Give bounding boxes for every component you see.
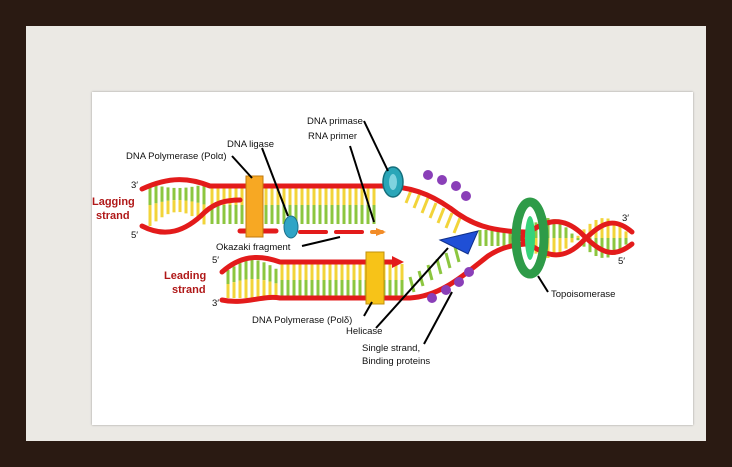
polymerase-alpha-block xyxy=(245,175,264,238)
ssb-protein xyxy=(461,191,471,201)
pol-alpha-label: DNA Polymerase (Polα) xyxy=(126,151,227,162)
base-pair-rung xyxy=(453,246,461,263)
okazaki-leader xyxy=(301,236,341,247)
base-pair-rung xyxy=(452,217,462,234)
leading-top-backbone xyxy=(219,254,395,275)
base-pair-rung xyxy=(444,212,454,229)
topo-leader xyxy=(537,275,549,293)
base-pair-rung xyxy=(420,197,430,214)
ssb-label-line1: Single strand, xyxy=(362,343,420,354)
ssb-label-line2: Binding proteins xyxy=(362,356,430,367)
dna-ligase-shape xyxy=(283,215,299,239)
leading-5prime: 5′ xyxy=(212,255,219,266)
ssb-proteins xyxy=(423,170,474,303)
base-pair-rung xyxy=(436,207,446,224)
lagging-strand-label-1: Lagging xyxy=(92,196,135,208)
lagging-bottom-backbone xyxy=(139,197,243,235)
ssb-leader xyxy=(423,291,453,345)
topoisomerase-ring xyxy=(511,197,549,279)
base-pair-rung xyxy=(444,252,452,269)
pol-delta-label: DNA Polymerase (Polδ) xyxy=(252,315,352,326)
base-pair-rung xyxy=(426,264,434,281)
base-pair-rung xyxy=(435,258,443,275)
ligase-leader xyxy=(261,147,289,217)
base-pair-rung xyxy=(428,202,438,219)
polymerase-delta-block xyxy=(365,251,385,305)
leading-strand-label-2: strand xyxy=(172,284,206,296)
ssb-protein xyxy=(464,267,474,277)
primase-leader xyxy=(363,120,389,172)
lagging-3prime: 3′ xyxy=(131,180,138,191)
ssb-protein xyxy=(451,181,461,191)
topoisomerase-label: Topoisomerase xyxy=(551,289,615,300)
leading-arrowhead xyxy=(392,256,404,268)
base-pair-rung xyxy=(412,192,422,209)
ssb-protein xyxy=(423,170,433,180)
lagging-arrowhead xyxy=(376,228,386,236)
ssb-protein xyxy=(427,293,437,303)
lagging-top-backbone xyxy=(139,177,533,235)
dna-primase-label: DNA primase xyxy=(307,116,363,127)
leader-lines xyxy=(231,120,549,345)
helicase-label: Helicase xyxy=(346,326,382,337)
ssb-protein xyxy=(437,175,447,185)
topoisomerase-core xyxy=(525,216,535,260)
base-pair-rung xyxy=(408,276,416,293)
pol-alpha-leader xyxy=(231,155,253,179)
rna-primer-label: RNA primer xyxy=(308,131,357,142)
right-3prime: 3′ xyxy=(622,213,629,224)
rna-primer-leader xyxy=(349,145,375,223)
lagging-5prime: 5′ xyxy=(131,230,138,241)
right-5prime: 5′ xyxy=(618,256,625,267)
helicase-leader xyxy=(375,247,449,329)
okazaki-label: Okazaki fragment xyxy=(216,242,291,253)
leading-strand-label-1: Leading xyxy=(164,270,206,282)
ssb-protein xyxy=(441,285,451,295)
pol-delta-leader xyxy=(363,301,373,317)
dna-primase-core xyxy=(389,174,397,190)
lagging-strand-label-2: strand xyxy=(96,210,130,222)
leading-3prime: 3′ xyxy=(212,298,219,309)
dna-ligase-label: DNA ligase xyxy=(227,139,274,150)
ssb-protein xyxy=(454,277,464,287)
helicase-wedge xyxy=(438,230,479,255)
